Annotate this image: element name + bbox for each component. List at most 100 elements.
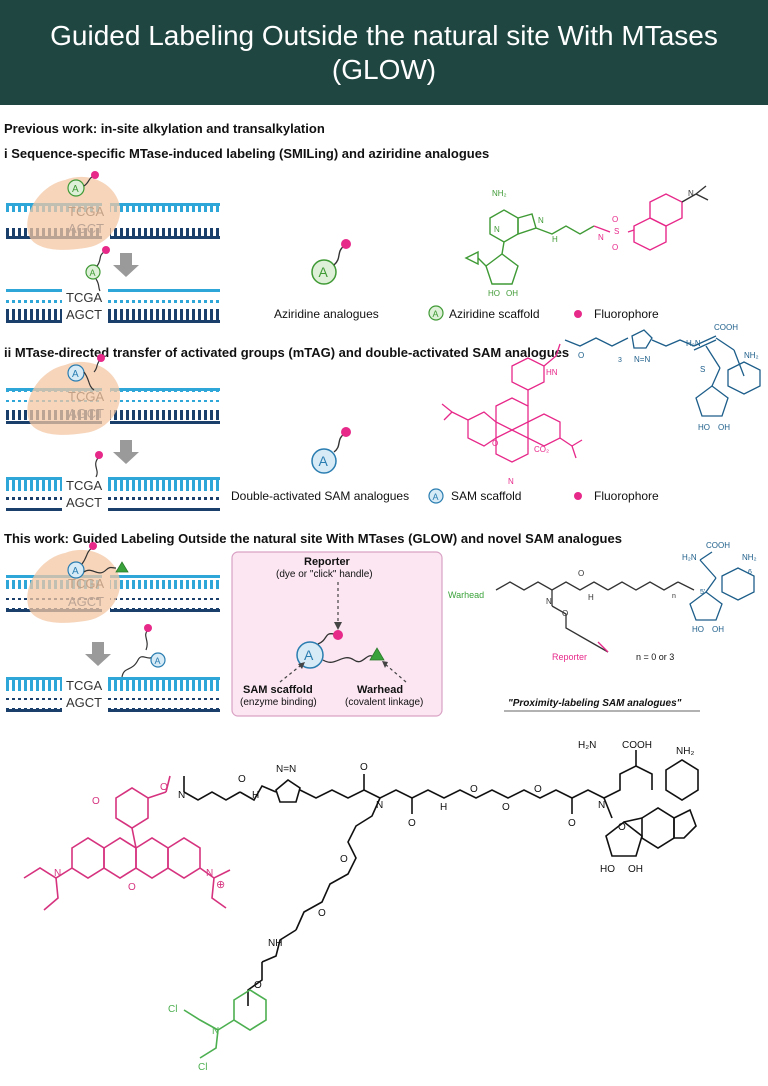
chem-n: N <box>206 868 213 879</box>
chem-h: H <box>552 235 558 244</box>
chem-h2n: H₂N <box>686 339 701 348</box>
chem-n3: N=N <box>276 764 296 775</box>
chem-o: O <box>618 822 626 833</box>
chem-o: O <box>612 215 618 224</box>
chem-o: O <box>318 908 326 919</box>
dna-duplex-glow-2: TCGA AGCT <box>6 677 220 712</box>
chem-o: O <box>92 796 100 807</box>
chem-oh: OH <box>712 625 724 634</box>
dna-bottom-seq: AGCT <box>66 307 102 322</box>
chem-o: O <box>568 818 576 829</box>
scaffold-letter: A <box>319 264 329 280</box>
chem-o: O <box>534 784 542 795</box>
chem-sub3: 3 <box>618 357 622 364</box>
legend-aziridine-scaffold: Aziridine scaffold <box>449 307 540 321</box>
scaffold-letter: A <box>72 566 79 577</box>
glow-n-values: n = 0 or 3 <box>636 652 674 662</box>
scaffold-letter: A <box>90 268 96 278</box>
warhead-sub: (covalent linkage) <box>345 697 424 708</box>
chem-ho: HO <box>692 625 704 634</box>
dna-top-seq: TCGA <box>66 678 102 693</box>
chem-nh2: NH₂ <box>744 351 759 360</box>
chem-o: O <box>470 784 478 795</box>
chem-oh: OH <box>506 289 518 298</box>
this-work-heading: This work: Guided Labeling Outside the n… <box>4 531 622 546</box>
chem-sub-n: n <box>672 593 676 600</box>
chem-cl: Cl <box>198 1062 207 1073</box>
fluorophore-icon <box>574 310 582 318</box>
fluorophore-icon <box>102 246 110 254</box>
mtag-molecule <box>441 329 761 463</box>
chem-oh: OH <box>628 864 643 875</box>
chem-ho: HO <box>600 864 615 875</box>
reporter-title: Reporter <box>304 556 350 568</box>
chem-o: O <box>502 802 510 813</box>
chem-n: N <box>688 189 694 198</box>
sam-scaffold-icon <box>428 488 444 504</box>
chem-o: O <box>578 569 584 578</box>
section-i-heading: i Sequence-specific MTase-induced labeli… <box>4 146 490 161</box>
mtase-enzyme-i <box>27 176 121 250</box>
chem-five-prime: 5' <box>700 589 705 596</box>
aziridine-scaffold-icon <box>85 264 101 280</box>
chem-h: H <box>588 593 594 602</box>
chem-n: N <box>494 225 500 234</box>
title-banner: Guided Labeling Outside the natural site… <box>0 0 768 105</box>
scaffold-letter: A <box>72 184 79 195</box>
fluorophore-icon <box>341 239 351 249</box>
legend-double-activated: Double-activated SAM analogues <box>231 489 409 503</box>
warhead-icon <box>115 561 129 573</box>
previous-work-heading: Previous work: in-site alkylation and tr… <box>4 121 325 136</box>
fluorophore-icon <box>341 427 351 437</box>
glow-caption: "Proximity-labeling SAM analogues" <box>508 698 682 709</box>
down-arrow-icon <box>113 253 139 277</box>
chem-o: O <box>254 980 262 991</box>
chem-six: 6 <box>748 569 752 576</box>
dna-duplex-ii-2: TCGA AGCT <box>6 477 220 511</box>
bottom-molecule <box>23 750 699 1059</box>
chem-o: O <box>128 882 136 893</box>
chem-nh2: NH₂ <box>676 746 694 757</box>
fluorophore-icon <box>144 624 152 632</box>
chem-o: O <box>160 782 168 793</box>
chem-o: O <box>340 854 348 865</box>
aziridine-analogue-icon <box>311 259 337 285</box>
legend-sam-scaffold: SAM scaffold <box>451 489 521 503</box>
chem-h2n: H₂N <box>682 553 697 562</box>
section-ii-heading: ii MTase-directed transfer of activated … <box>4 345 570 360</box>
down-arrow-icon <box>85 642 111 666</box>
fluorophore-icon <box>97 354 105 362</box>
chem-cooh: COOH <box>714 323 738 332</box>
dna-top-seq: TCGA <box>66 290 102 305</box>
chem-h: H <box>440 802 447 813</box>
aziridine-scaffold-icon <box>67 179 85 197</box>
fluorophore-icon <box>89 542 97 550</box>
chem-cooh: COOH <box>622 740 652 751</box>
warhead-icon <box>369 647 385 661</box>
chem-ho: HO <box>488 289 500 298</box>
scaffold-letter: A <box>304 647 314 663</box>
warhead-title: Warhead <box>357 684 404 696</box>
chem-n: N <box>508 477 514 486</box>
chem-n: N <box>598 233 604 242</box>
scaffold-title: SAM scaffold <box>243 684 313 696</box>
legend-fluorophore: Fluorophore <box>594 489 659 503</box>
sam-scaffold-icon <box>150 652 166 668</box>
glow-reporter-label: Reporter <box>552 652 587 662</box>
scaffold-letter: A <box>72 369 79 380</box>
chem-h: H <box>252 790 259 801</box>
dna-bottom-seq: AGCT <box>66 495 102 510</box>
sam-analogue-icon <box>311 448 337 474</box>
chem-n: N <box>598 800 605 811</box>
scaffold-letter: A <box>433 309 439 319</box>
dna-duplex-i-2: TCGA AGCT <box>6 289 220 323</box>
scaffold-letter: A <box>319 453 329 469</box>
sam-scaffold-large-icon <box>296 641 324 669</box>
scaffold-letter: A <box>433 492 439 502</box>
chem-nh2: NH₂ <box>742 553 757 562</box>
chem-n: N <box>178 790 185 801</box>
glow-warhead-label: Warhead <box>448 590 484 600</box>
chem-cl: Cl <box>168 1004 177 1015</box>
chem-nh2: NH₂ <box>492 189 507 198</box>
fluorophore-icon <box>333 630 343 640</box>
